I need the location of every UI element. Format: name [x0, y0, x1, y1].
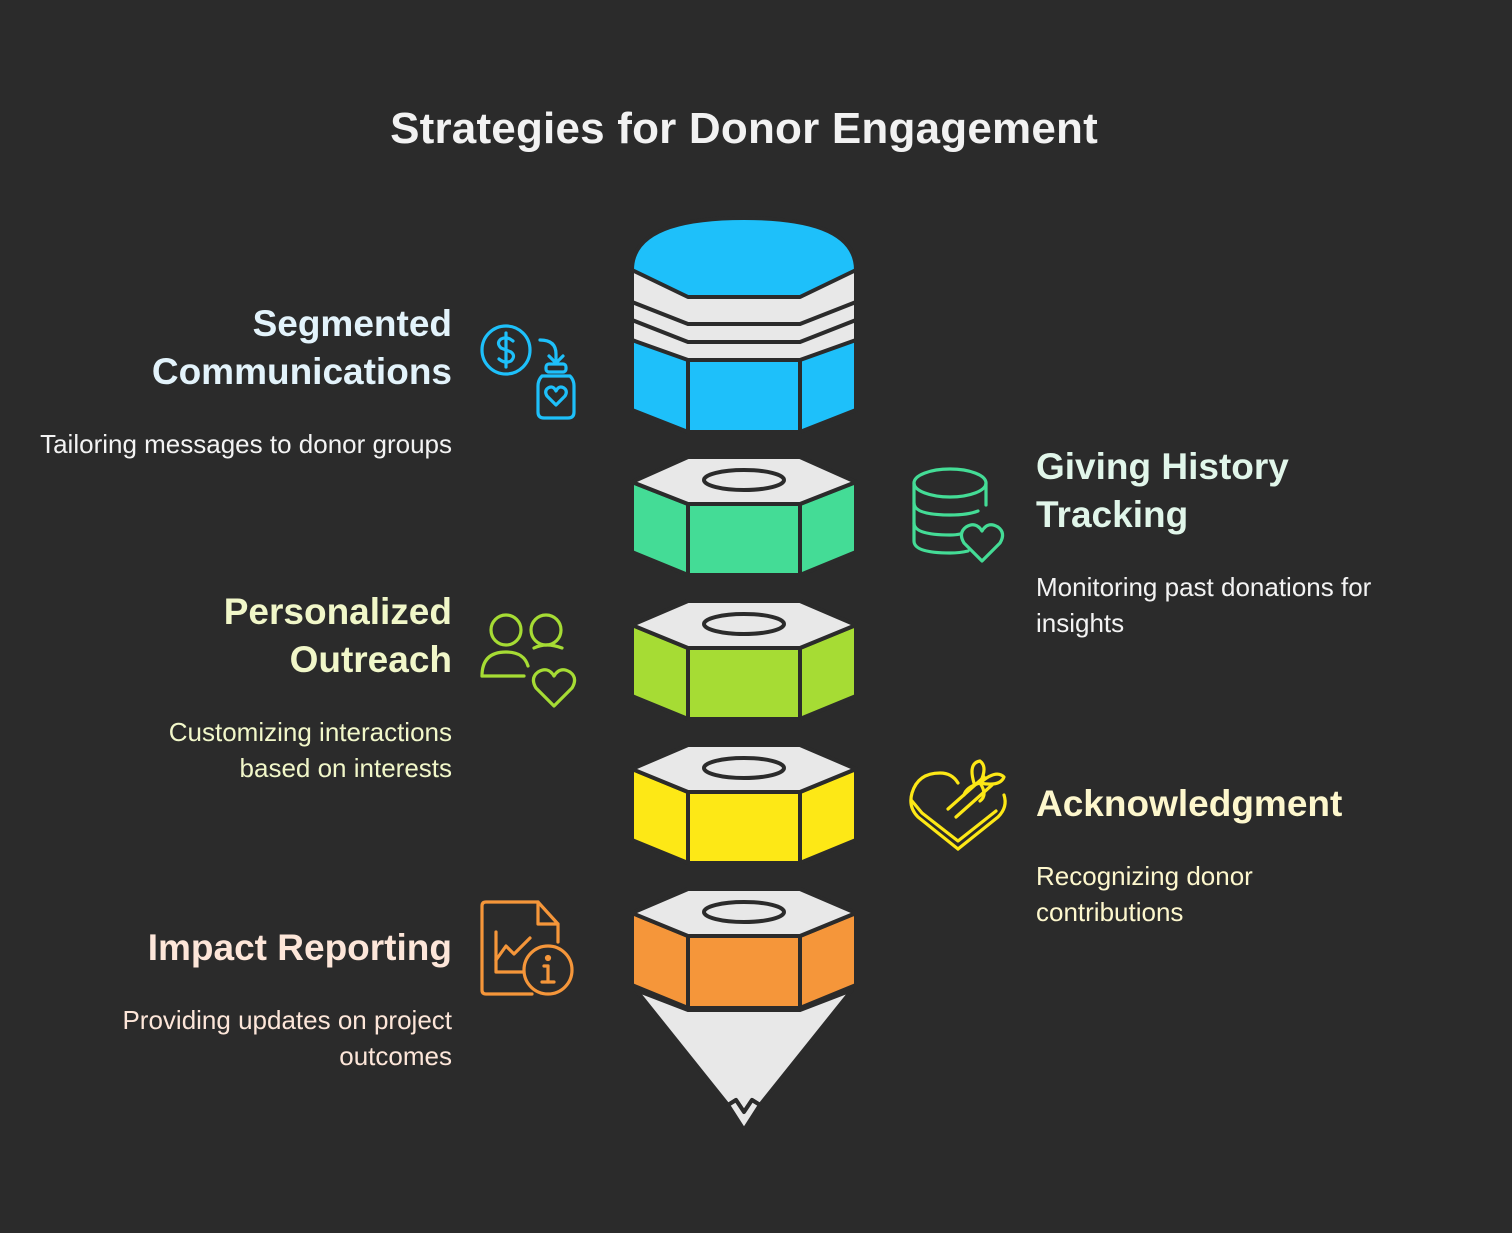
stage-impact-reporting: Impact Reporting Providing updates on pr…	[32, 924, 452, 1074]
heart-gift-box-icon	[909, 759, 1007, 851]
stage-description: Recognizing donor contributions	[1036, 861, 1253, 927]
stage-heading: Segmented Communications	[151, 303, 452, 392]
stage-heading: Impact Reporting	[147, 927, 452, 968]
stage-heading: Giving History Tracking	[1036, 446, 1289, 535]
stage-description: Customizing interactions based on intere…	[168, 717, 452, 783]
stage-heading: Personalized Outreach	[223, 591, 452, 680]
stage-giving-history-tracking: Giving History Tracking Monitoring past …	[1036, 443, 1476, 641]
page-title: Strategies for Donor Engagement	[390, 104, 1098, 153]
stage-description: Tailoring messages to donor groups	[40, 429, 452, 459]
database-heart-icon	[912, 467, 1005, 563]
segment-giving-history-tracking	[630, 455, 858, 577]
segment-acknowledgment	[630, 743, 858, 865]
segment-segmented-communications	[630, 216, 858, 434]
segment-band	[630, 268, 858, 362]
stage-description: Monitoring past donations for insights	[1036, 572, 1372, 638]
stage-personalized-outreach: Personalized Outreach Customizing intera…	[32, 588, 452, 786]
people-heart-icon	[480, 613, 577, 708]
stage-acknowledgment: Acknowledgment Recognizing donor contrib…	[1036, 780, 1476, 930]
report-chart-info-icon	[480, 900, 574, 996]
segment-impact-reporting	[630, 887, 858, 1010]
dollar-to-heart-jar-icon	[480, 324, 576, 420]
segment-personalized-outreach	[630, 599, 858, 721]
pencil-tip	[634, 988, 854, 1132]
stage-description: Providing updates on project outcomes	[122, 1005, 452, 1071]
stage-segmented-communications: Segmented Communications Tailoring messa…	[32, 300, 452, 462]
stage-heading: Acknowledgment	[1036, 783, 1343, 824]
